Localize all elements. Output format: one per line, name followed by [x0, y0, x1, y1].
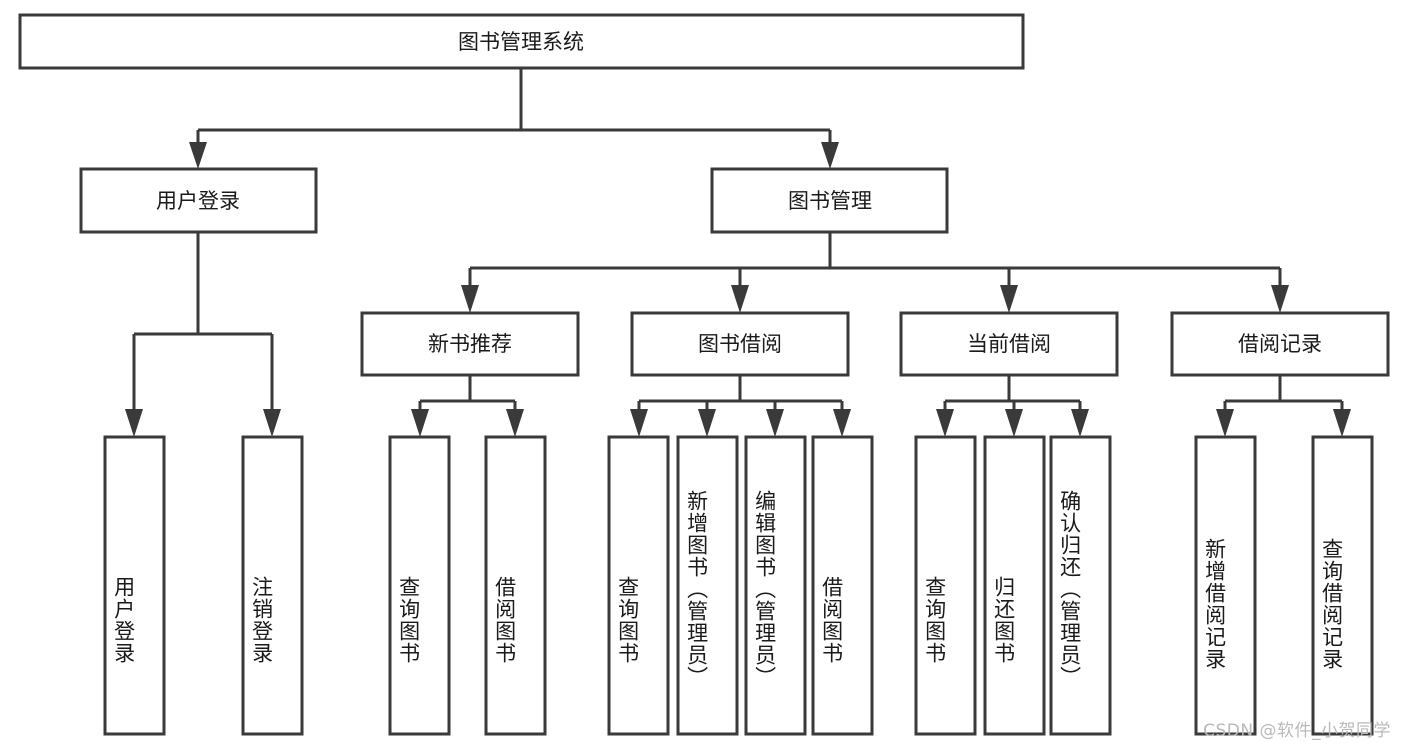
- leaf-box-user-login[interactable]: [103, 435, 166, 736]
- node-current-borrow-label: 当前借阅: [967, 332, 1051, 356]
- leaf-boxes-book-borrow: [607, 435, 874, 736]
- node-root[interactable]: 图书管理系统: [18, 13, 1025, 70]
- node-borrow-record[interactable]: 借阅记录: [1170, 311, 1390, 377]
- arrow-head-icon: [821, 142, 839, 169]
- arrow-head-icon: [731, 285, 749, 313]
- watermark-text: CSDN @软件_小贺同学: [1203, 721, 1391, 741]
- leaf-box-edit-book-admin[interactable]: [744, 435, 807, 736]
- node-new-book-recommend-label: 新书推荐: [428, 332, 512, 356]
- leaf-box-logout[interactable]: [241, 435, 304, 736]
- node-new-book-recommend[interactable]: 新书推荐: [360, 311, 580, 377]
- arrow-head-icon: [263, 409, 281, 437]
- arrow-head-icon: [1216, 409, 1234, 437]
- leaf-box-query-book-3[interactable]: [914, 435, 977, 736]
- leaf-box-return-book[interactable]: [983, 435, 1046, 736]
- leaf-box-confirm-return-admin[interactable]: [1049, 435, 1112, 736]
- node-book-borrow-label: 图书借阅: [698, 332, 782, 356]
- arrow-head-icon: [698, 409, 716, 437]
- node-borrow-record-box[interactable]: [1170, 311, 1390, 377]
- node-user-login-label: 用户登录: [156, 189, 240, 213]
- arrow-head-icon: [630, 409, 648, 437]
- arrow-head-icon: [936, 409, 954, 437]
- leaf-boxes-current-borrow: [914, 435, 1112, 736]
- arrow-head-icon: [125, 409, 143, 437]
- connectors-user-login-to-leaves: [125, 232, 281, 437]
- node-root-label: 图书管理系统: [458, 30, 584, 54]
- connectors-currentborrow-to-leaves: [936, 375, 1089, 437]
- leaf-box-query-book-2[interactable]: [607, 435, 670, 736]
- node-book-manage-label: 图书管理: [788, 189, 872, 213]
- leaf-box-query-borrow-record[interactable]: [1311, 435, 1374, 736]
- leaf-box-query-book-1[interactable]: [388, 435, 451, 736]
- leaf-box-borrow-book-1[interactable]: [484, 435, 547, 736]
- node-user-login-box[interactable]: [79, 167, 318, 234]
- node-book-borrow[interactable]: 图书借阅: [630, 311, 850, 377]
- arrow-head-icon: [766, 409, 784, 437]
- arrow-head-icon: [1071, 409, 1089, 437]
- connectors-borrowrecord-to-leaves: [1216, 375, 1351, 437]
- leaf-boxes-new-book-recommend: [388, 435, 547, 736]
- leaf-boxes-user-login: [103, 435, 304, 736]
- leaf-boxes-borrow-record: [1194, 435, 1374, 736]
- node-new-book-recommend-box[interactable]: [360, 311, 580, 377]
- leaf-box-add-book-admin[interactable]: [676, 435, 739, 736]
- connectors-newbook-to-leaves: [411, 375, 524, 437]
- leaf-box-add-borrow-record[interactable]: [1194, 435, 1257, 736]
- arrow-head-icon: [1005, 409, 1023, 437]
- arrow-head-icon: [411, 409, 429, 437]
- node-user-login[interactable]: 用户登录: [79, 167, 318, 234]
- connectors-book-manage-to-level3: [461, 232, 1289, 313]
- arrow-head-icon: [1271, 285, 1289, 313]
- node-current-borrow-box[interactable]: [899, 311, 1119, 377]
- arrow-head-icon: [833, 409, 851, 437]
- connectors-bookborrow-to-leaves: [630, 375, 851, 437]
- node-book-manage-box[interactable]: [710, 167, 949, 234]
- leaf-box-borrow-book-2[interactable]: [811, 435, 874, 736]
- node-book-manage[interactable]: 图书管理: [710, 167, 949, 234]
- node-current-borrow[interactable]: 当前借阅: [899, 311, 1119, 377]
- connectors-root-to-level2: [189, 68, 839, 169]
- arrow-head-icon: [461, 285, 479, 313]
- arrow-head-icon: [1000, 285, 1018, 313]
- node-borrow-record-label: 借阅记录: [1238, 332, 1322, 356]
- node-book-borrow-box[interactable]: [630, 311, 850, 377]
- node-root-box[interactable]: [18, 13, 1025, 70]
- arrow-head-icon: [1333, 409, 1351, 437]
- arrow-head-icon: [189, 142, 207, 169]
- arrow-head-icon: [506, 409, 524, 437]
